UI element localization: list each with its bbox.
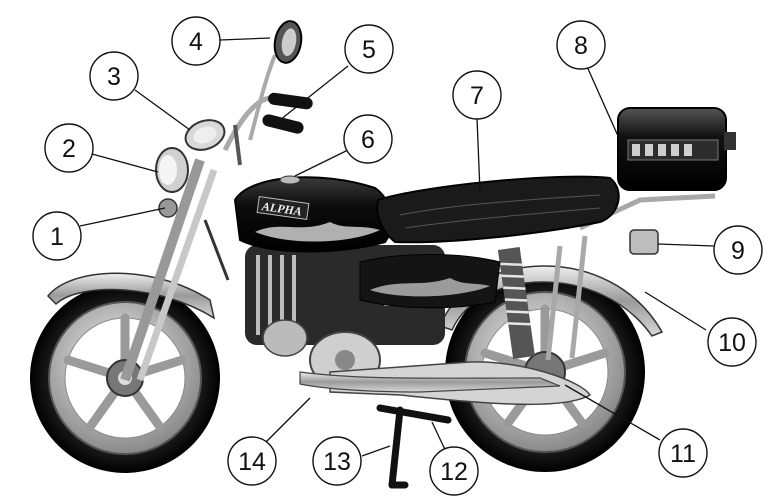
mirror	[248, 20, 303, 141]
front-fork	[120, 158, 230, 382]
svg-text:2: 2	[62, 135, 76, 163]
callout-5: 5	[344, 24, 394, 74]
callout-3: 3	[89, 51, 139, 101]
front-wheel	[30, 283, 220, 473]
callout-14: 14	[227, 436, 277, 486]
handlebar	[222, 92, 313, 166]
svg-text:ALPHA: ALPHA	[260, 199, 303, 219]
front-turn-signal	[158, 198, 178, 218]
callout-13: 13	[312, 436, 362, 486]
leader-lines	[79, 37, 715, 457]
tank-flame-graphic	[255, 222, 380, 242]
svg-text:10: 10	[718, 329, 746, 357]
tank-logo: ALPHA	[256, 196, 310, 220]
svg-text:5: 5	[362, 36, 376, 64]
callout-4: 4	[171, 16, 221, 66]
svg-text:14: 14	[238, 448, 266, 476]
exhaust-pipe	[299, 371, 561, 393]
callout-2: 2	[44, 123, 94, 173]
tail-light	[629, 229, 659, 255]
callout-11: 11	[658, 428, 708, 478]
svg-text:12: 12	[440, 458, 468, 486]
svg-text:3: 3	[107, 63, 121, 91]
fuel-cap	[279, 175, 301, 185]
svg-text:11: 11	[670, 440, 696, 468]
top-box	[617, 107, 736, 191]
callout-10: 10	[707, 317, 757, 367]
headlight	[155, 147, 189, 193]
side-cover-flame	[370, 278, 490, 297]
main-stand	[376, 404, 452, 489]
svg-text:13: 13	[323, 448, 351, 476]
svg-text:8: 8	[574, 32, 588, 60]
callout-12: 12	[429, 446, 479, 496]
callout-7: 7	[452, 70, 502, 120]
callout-8: 8	[556, 20, 606, 70]
side-cover	[359, 254, 501, 309]
speedometer	[184, 119, 226, 151]
callout-9: 9	[713, 225, 763, 275]
seat-texture	[399, 194, 601, 229]
svg-text:6: 6	[361, 126, 375, 154]
seat	[376, 175, 620, 244]
svg-text:4: 4	[189, 28, 203, 56]
rear-shock	[497, 246, 535, 359]
callout-6: 6	[343, 114, 393, 164]
svg-text:7: 7	[470, 82, 484, 110]
svg-text:1: 1	[50, 223, 64, 251]
svg-text:9: 9	[731, 237, 745, 265]
callout-1: 1	[32, 211, 82, 261]
